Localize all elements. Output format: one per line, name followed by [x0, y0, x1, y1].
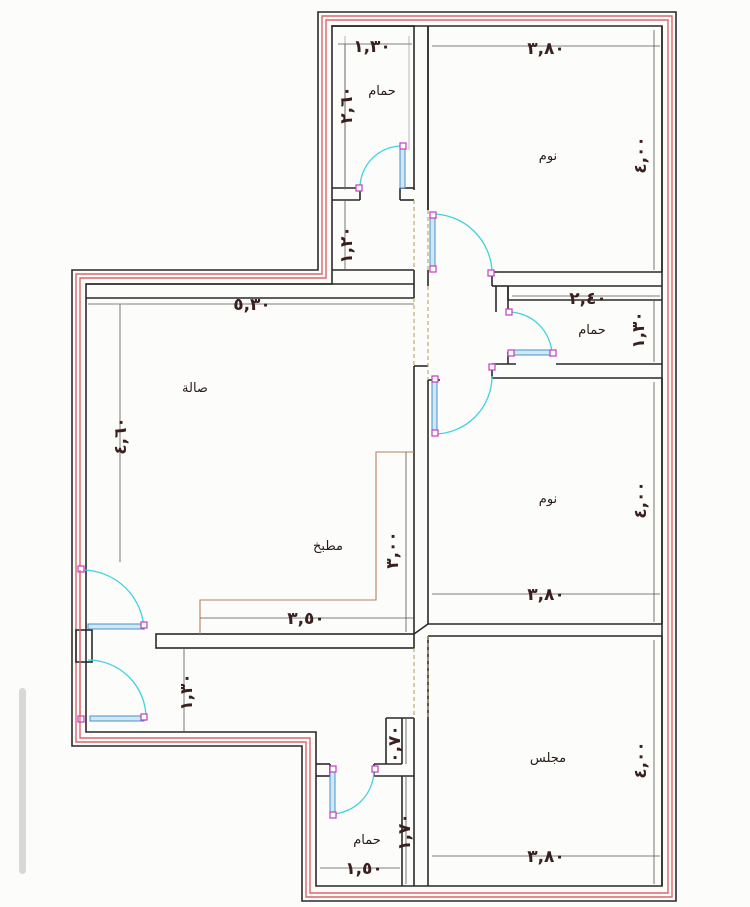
dim-label-living-width: ٥,٣٠ [233, 295, 271, 315]
room-label-bath-bottom: حمام [353, 833, 381, 848]
room-label-bed-mid: نوم [539, 492, 557, 507]
dim-label-bed-mid-width: ٣,٨٠ [527, 585, 565, 605]
room-label-living: صالة [182, 381, 208, 396]
dim-label-step-height: ٠,٧٠ [385, 725, 405, 763]
dim-label-bed-mid-height: ٤,٠٠ [631, 481, 651, 519]
dim-label-corridor-top-height: ١,٢٠ [337, 226, 357, 264]
room-label-kitchen: مطبخ [313, 539, 343, 554]
dim-label-living-height: ٤,٦٠ [111, 417, 131, 455]
scrollbar[interactable] [19, 688, 26, 874]
dim-label-entry-height: ١,٣٠ [177, 673, 197, 711]
outer-boundary [75, 15, 673, 898]
dim-label-bath-top-height: ٢,٦٠ [337, 86, 357, 124]
dim-label-kitchen-height: ٣,٠٠ [383, 531, 403, 569]
door-bath-top [355, 142, 407, 192]
door-bath-right [505, 308, 557, 357]
dim-label-bath-bottom-width: ١,٥٠ [345, 859, 383, 879]
door-bedroom-top [429, 211, 495, 277]
room-label-bath-top: حمام [368, 84, 396, 99]
dim-label-majlis-width: ٣,٨٠ [527, 847, 565, 867]
dim-label-bed-top-width: ٣,٨٠ [527, 39, 565, 59]
room-label-bath-right: حمام [578, 323, 606, 338]
kitchen-counter [199, 451, 414, 634]
dim-label-kitchen-width: ٣,٥٠ [287, 609, 325, 629]
door-main-upper [77, 565, 148, 631]
dim-label-bath-right-height: ١,٣٠ [629, 311, 649, 349]
dimension-lines [88, 30, 660, 884]
door-bath-bottom [329, 765, 379, 819]
dim-label-bath-right-width: ٢,٤٠ [569, 289, 607, 309]
dim-label-majlis-height: ٤,٠٠ [631, 741, 651, 779]
dim-label-bed-top-height: ٤,٠٠ [631, 136, 651, 174]
room-label-bed-top: نوم [539, 149, 557, 164]
door-main-lower [77, 659, 148, 723]
room-label-majlis: مجلس [530, 751, 566, 766]
interior-walls [75, 25, 663, 886]
door-bedroom-mid [431, 363, 496, 437]
dim-label-bath-bottom-height: ١,٧٠ [395, 813, 415, 851]
openings [413, 200, 429, 718]
dim-label-bath-top-width: ١,٣٠ [353, 37, 391, 57]
